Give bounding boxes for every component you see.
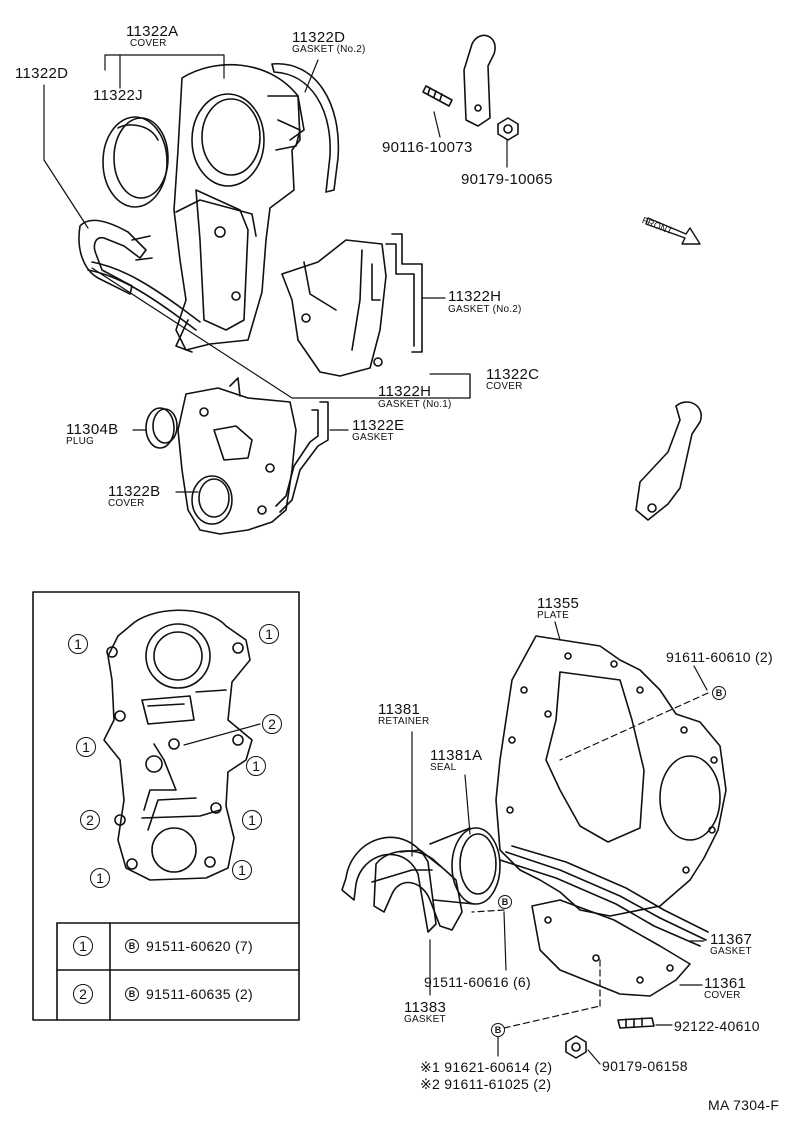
label-90179a-number: 90179-10065 xyxy=(461,171,553,188)
leader-lines-lower xyxy=(412,622,708,1064)
part-hook-bracket-top xyxy=(464,35,495,126)
label-11355-number: 11355 xyxy=(537,595,580,612)
bolt-mark-b-icon: B xyxy=(125,987,139,1001)
label-92122-number: 92122-40610 xyxy=(674,1018,760,1034)
inset-marker-2: 2 xyxy=(80,810,100,830)
label-11381a-desc: SEAL xyxy=(430,762,457,773)
bolt-mark-b-icon: B xyxy=(498,895,512,909)
leader-lines-top xyxy=(44,55,507,492)
inset-marker-1: 1 xyxy=(68,634,88,654)
label-11383-number: 11383 xyxy=(404,999,447,1016)
part-11322a-cover xyxy=(174,65,304,352)
inset-marker-1: 1 xyxy=(90,868,110,888)
label-11322b-desc: COVER xyxy=(108,498,145,509)
label-11322h-no1-number: 11322H xyxy=(378,383,432,400)
front-arrow-icon xyxy=(646,218,700,244)
legend-part-2: 91511-60635 (2) xyxy=(146,986,253,1002)
part-11322d-gasket-no2 xyxy=(272,64,338,192)
label-11361-number: 11361 xyxy=(704,975,747,992)
inset-marker-1: 1 xyxy=(76,737,96,757)
label-11322a-desc: COVER xyxy=(130,38,167,49)
inset-marker-1: 1 xyxy=(242,810,262,830)
label-11322h-no2-number: 11322H xyxy=(448,288,502,305)
label-11322a-number: 11322A xyxy=(126,23,179,40)
label-note2: ※2 91611-61025 (2) xyxy=(420,1076,552,1092)
label-11322d-top-number: 11322D xyxy=(292,29,346,46)
inset-marker-1: 1 xyxy=(259,624,279,644)
part-11322h-gasket-no2 xyxy=(372,234,422,352)
label-11322b-number: 11322B xyxy=(108,483,161,500)
label-11322e-number: 11322E xyxy=(352,417,405,434)
legend-part-1: 91511-60620 (7) xyxy=(146,938,253,954)
label-11322e-desc: GASKET xyxy=(352,432,394,443)
label-11322d-top-desc: GASKET (No.2) xyxy=(292,44,366,55)
part-nut-90179b xyxy=(566,1036,586,1058)
label-11361-desc: COVER xyxy=(704,990,741,1001)
part-11322b-cover xyxy=(178,378,296,534)
label-91511-60616-number: 91511-60616 (6) xyxy=(424,974,531,990)
label-90116-number: 90116-10073 xyxy=(382,139,473,156)
part-11361-cover xyxy=(532,900,690,996)
label-11367-desc: GASKET xyxy=(710,946,752,957)
label-11304b-number: 11304B xyxy=(66,421,119,438)
label-11381a-number: 11381A xyxy=(430,747,483,764)
label-11322h-no1-desc: GASKET (No.1) xyxy=(378,399,452,410)
bolt-mark-b-icon: B xyxy=(125,939,139,953)
label-90179b-number: 90179-06158 xyxy=(602,1058,688,1074)
bolt-mark-b-icon: B xyxy=(491,1023,505,1037)
label-11304b-desc: PLUG xyxy=(66,436,95,447)
part-11322e-gasket xyxy=(276,402,328,512)
label-11322d-left-number: 11322D xyxy=(15,65,69,82)
label-11322c-number: 11322C xyxy=(486,366,540,383)
part-11322j-plug xyxy=(103,117,168,207)
part-stud-90116 xyxy=(423,86,452,106)
label-11367-number: 11367 xyxy=(710,931,753,948)
part-11322h-gasket-no1 xyxy=(88,262,200,330)
legend-marker-2: 2 xyxy=(73,984,93,1004)
inset-marker-1: 1 xyxy=(246,756,266,776)
part-nut-90179a xyxy=(498,118,518,140)
part-hook-bracket-right xyxy=(636,402,701,520)
diagram-code: MA 7304-F xyxy=(708,1097,780,1113)
inset-leader-lines xyxy=(184,724,260,745)
part-11304b-plug xyxy=(146,408,177,448)
part-11381-retainer xyxy=(372,850,462,930)
label-11383-desc: GASKET xyxy=(404,1014,446,1025)
inset-plate xyxy=(104,610,252,880)
inset-marker-2: 2 xyxy=(262,714,282,734)
label-91611-60610-number: 91611-60610 (2) xyxy=(666,649,773,665)
label-11381-number: 11381 xyxy=(378,701,421,718)
part-11322c-cover xyxy=(282,240,386,376)
label-11355-desc: PLATE xyxy=(537,610,569,621)
part-11381a-seal xyxy=(430,828,500,904)
part-11322d-gasket-left xyxy=(79,220,152,294)
part-11367-gasket xyxy=(500,846,708,946)
bolt-mark-b-icon: B xyxy=(712,686,726,700)
label-note1: ※1 91621-60614 (2) xyxy=(420,1059,553,1075)
legend-marker-1: 1 xyxy=(73,936,93,956)
label-11381-desc: RETAINER xyxy=(378,716,430,727)
part-11383-gasket xyxy=(342,837,436,932)
label-11322j-number: 11322J xyxy=(93,87,143,104)
inset-box xyxy=(33,592,299,1020)
part-stud-92122 xyxy=(618,1018,654,1028)
inset-marker-1: 1 xyxy=(232,860,252,880)
part-11355-plate xyxy=(496,636,726,916)
label-11322h-no2-desc: GASKET (No.2) xyxy=(448,304,522,315)
label-11322c-desc: COVER xyxy=(486,381,523,392)
